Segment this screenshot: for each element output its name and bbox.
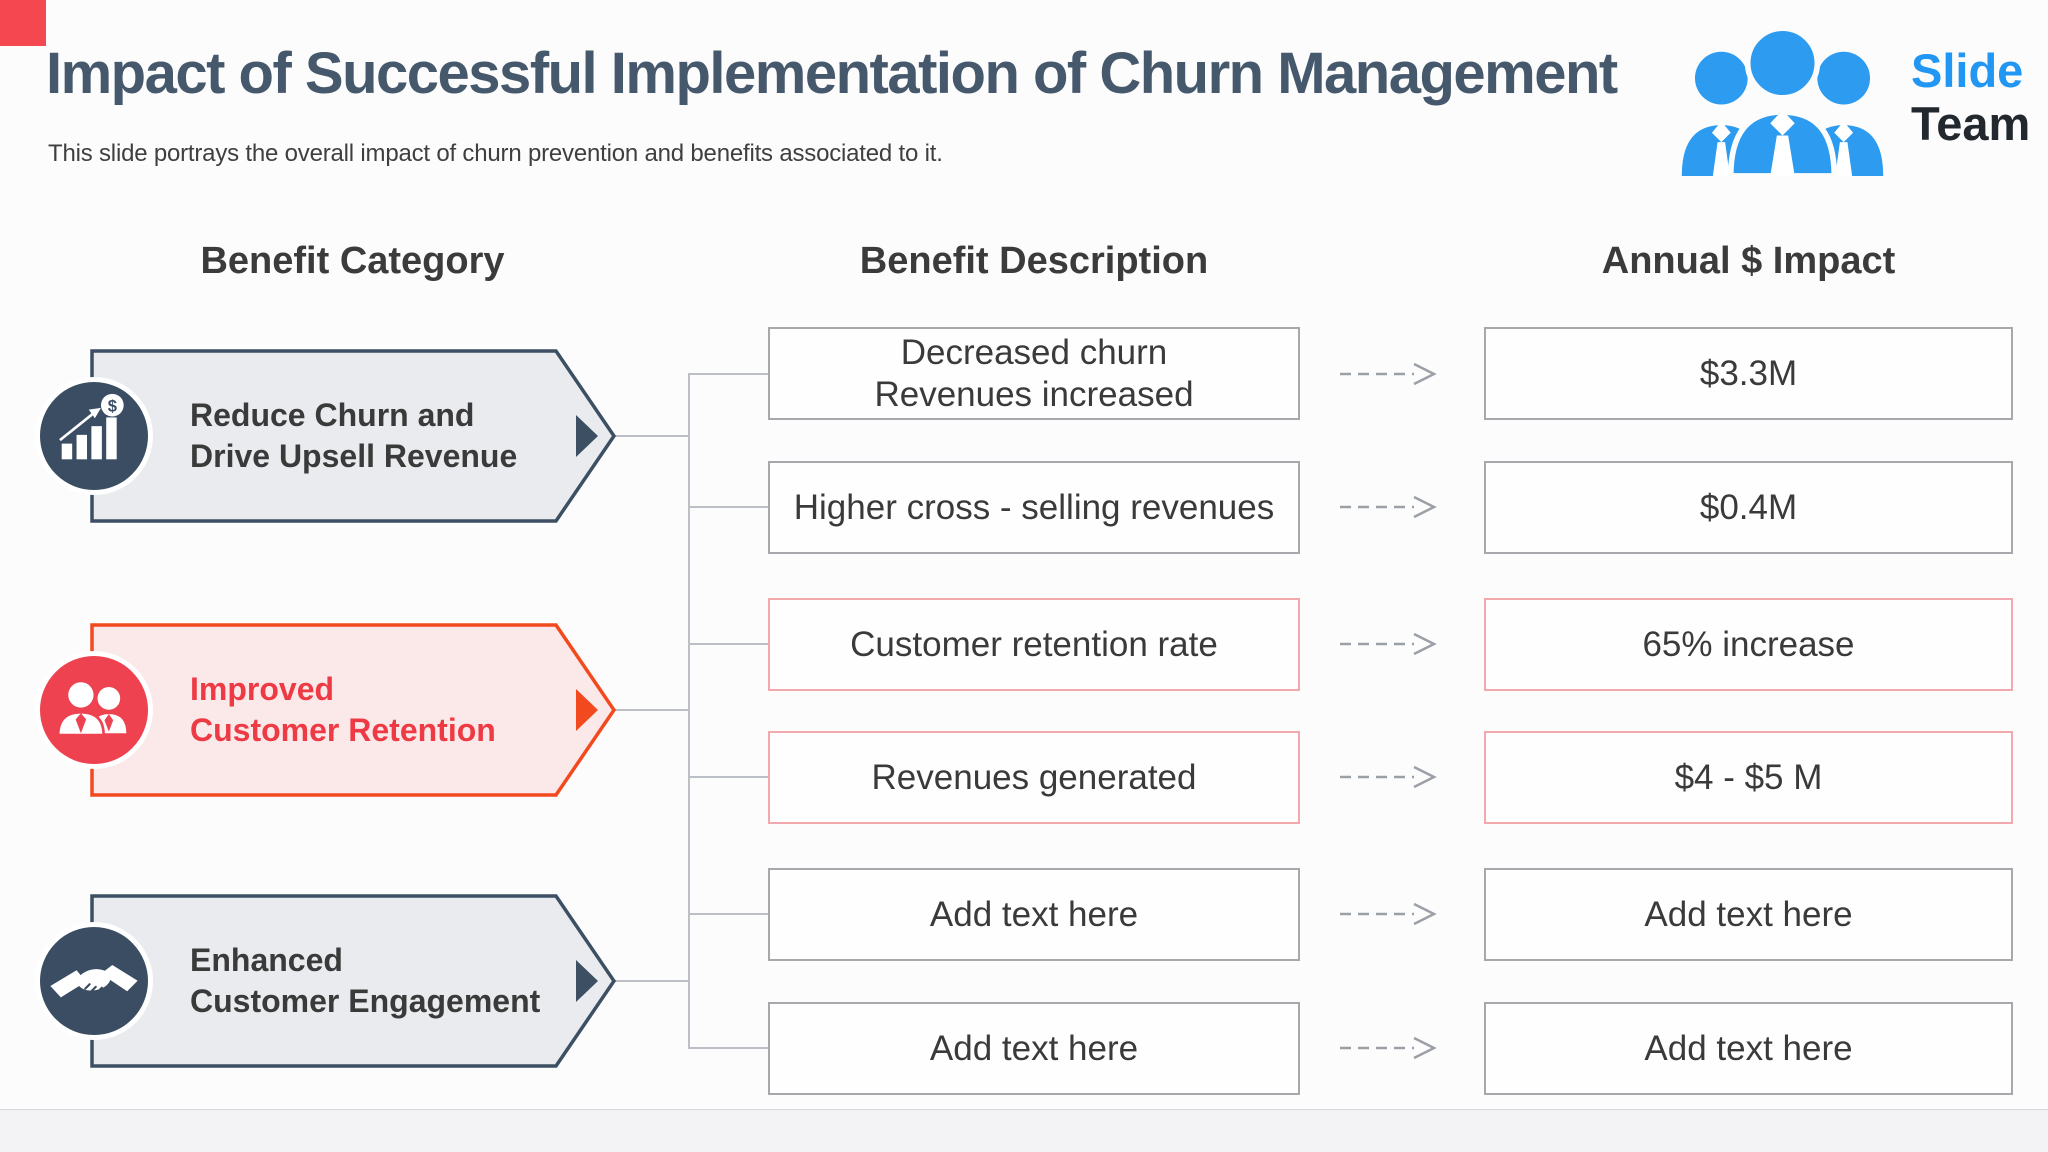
- connector-branch-1: [688, 373, 768, 375]
- column-header-benefit-category: Benefit Category: [200, 240, 505, 282]
- connector-branch-2: [688, 506, 768, 508]
- dashed-arrow-icon: [1338, 631, 1444, 657]
- dashed-arrow-icon: [1338, 764, 1444, 790]
- connector-branch-4: [688, 776, 768, 778]
- description-text: Higher cross - selling revenues: [793, 487, 1275, 527]
- impact-text: Add text here: [1644, 894, 1853, 934]
- column-header-benefit-description: Benefit Description: [859, 240, 1209, 282]
- impact-box: $3.3M: [1484, 327, 2013, 420]
- impact-text: $3.3M: [1699, 353, 1798, 393]
- category-chevron-reduce-churn: Reduce Churn and Drive Upsell Revenue: [90, 349, 616, 523]
- connector-branch-5: [688, 913, 768, 915]
- bar-chart-dollar-icon: $: [46, 386, 142, 487]
- impact-text: $0.4M: [1699, 487, 1798, 527]
- description-box-placeholder[interactable]: Add text here: [768, 868, 1300, 961]
- connector-tip-line-1: [614, 435, 690, 437]
- two-customers-icon: [46, 660, 142, 761]
- category-label: Enhanced Customer Engagement: [190, 942, 541, 1019]
- impact-box-placeholder[interactable]: Add text here: [1484, 1002, 2013, 1095]
- team-people-icon: [1660, 16, 1905, 181]
- description-text: Add text here: [929, 1028, 1139, 1068]
- category-icon-circle-1: $: [35, 377, 153, 495]
- impact-box: $4 - $5 M: [1484, 731, 2013, 824]
- slide-bottom-edge: [0, 1109, 2048, 1110]
- description-text: Add text here: [929, 894, 1139, 934]
- chevron-play-icon: [576, 689, 598, 731]
- logo-text: Slide Team: [1911, 45, 2030, 150]
- description-box: Decreased churn Revenues increased: [768, 327, 1300, 420]
- chevron-play-icon: [576, 415, 598, 457]
- impact-box: $0.4M: [1484, 461, 2013, 554]
- dashed-arrow-icon: [1338, 494, 1444, 520]
- description-box-placeholder[interactable]: Add text here: [768, 1002, 1300, 1095]
- connector-tip-line-2: [614, 709, 690, 711]
- connector-branch-6: [688, 1047, 768, 1049]
- description-text: Customer retention rate: [850, 624, 1218, 664]
- page-subtitle: This slide portrays the overall impact o…: [48, 140, 943, 167]
- below-slide-background: [0, 1110, 2048, 1152]
- slideteam-logo: Slide Team: [1660, 16, 2046, 181]
- description-box: Higher cross - selling revenues: [768, 461, 1300, 554]
- impact-text: Add text here: [1644, 1028, 1853, 1068]
- description-text: Revenues generated: [871, 757, 1197, 797]
- page-title: Impact of Successful Implementation of C…: [46, 41, 1618, 106]
- description-box: Revenues generated: [768, 731, 1300, 824]
- category-icon-circle-2: [35, 651, 153, 769]
- category-label: Reduce Churn and Drive Upsell Revenue: [190, 397, 518, 474]
- impact-text: $4 - $5 M: [1674, 757, 1823, 797]
- impact-box-placeholder[interactable]: Add text here: [1484, 868, 2013, 961]
- description-box: Customer retention rate: [768, 598, 1300, 691]
- connector-tip-line-3: [614, 980, 690, 982]
- impact-text: 65% increase: [1642, 624, 1855, 664]
- connector-trunk: [688, 373, 690, 1049]
- category-label: Improved Customer Retention: [190, 671, 496, 748]
- logo-word-team: Team: [1911, 97, 2031, 150]
- category-chevron-enhanced-engagement: Enhanced Customer Engagement: [90, 894, 616, 1068]
- description-text: Decreased churn Revenues increased: [874, 332, 1194, 414]
- impact-box: 65% increase: [1484, 598, 2013, 691]
- column-header-annual-impact: Annual $ Impact: [1601, 240, 1896, 282]
- connector-branch-3: [688, 643, 768, 645]
- category-chevron-improved-retention: Improved Customer Retention: [90, 623, 616, 797]
- accent-square: [0, 0, 46, 46]
- dashed-arrow-icon: [1338, 901, 1444, 927]
- handshake-icon: [46, 931, 142, 1032]
- svg-text:$: $: [108, 396, 117, 415]
- category-icon-circle-3: [35, 922, 153, 1040]
- chevron-play-icon: [576, 960, 598, 1002]
- logo-word-slide: Slide: [1911, 44, 2024, 98]
- dashed-arrow-icon: [1338, 1035, 1444, 1061]
- dashed-arrow-icon: [1338, 361, 1444, 387]
